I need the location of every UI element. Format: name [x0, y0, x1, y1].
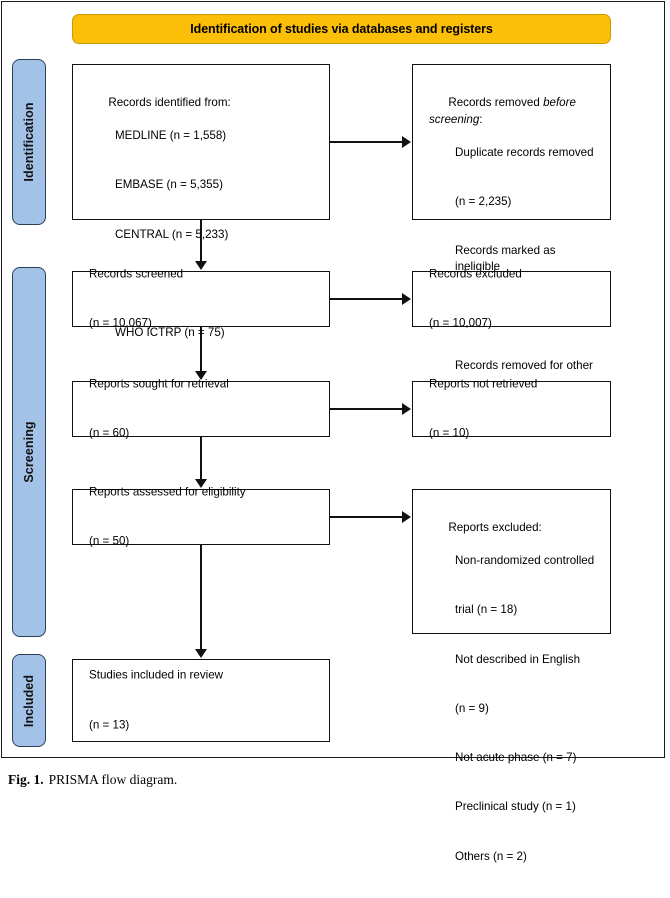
- arrowhead-assessed-to-included: [195, 649, 207, 658]
- arrowhead-sought-to-assessed: [195, 479, 207, 488]
- reports-assessed-line2: (n = 50): [89, 534, 130, 548]
- box-studies-included-in-review: Studies included in review (n = 13): [72, 659, 330, 742]
- records-excluded-line1: Records excluded: [429, 267, 522, 281]
- arrowhead-assessed-to-reports-excluded: [402, 510, 411, 523]
- arrowhead-identified-to-removed: [402, 135, 411, 148]
- reports-excluded-item-nonrandomized: Non-randomized controlled: [455, 554, 595, 568]
- reports-not-retrieved-line2: (n = 10): [429, 426, 470, 440]
- connector-sought-to-not-retrieved: [330, 408, 403, 410]
- records-identified-heading: Records identified from:: [108, 96, 231, 110]
- figure-caption-label: Fig. 1.: [8, 772, 44, 787]
- box-reports-excluded-text: Reports excluded: Non-randomized control…: [429, 504, 602, 898]
- records-removed-heading-italic: before screening: [429, 96, 580, 126]
- records-identified-item-central: CENTRAL (n = 5,233): [115, 227, 229, 241]
- records-screened-line2: (n = 10,067): [89, 316, 152, 330]
- box-records-screened: Records screened (n = 10,067): [72, 267, 330, 329]
- diagram-header-banner: Identification of studies via databases …: [72, 14, 611, 44]
- arrowhead-identified-to-screened: [195, 261, 207, 270]
- figure-caption: Fig. 1. PRISMA flow diagram.: [8, 772, 177, 788]
- connector-screened-to-excluded: [330, 298, 403, 300]
- records-identified-item-medline: MEDLINE (n = 1,558): [115, 129, 227, 143]
- reports-not-retrieved-line1: Reports not retrieved: [429, 377, 538, 391]
- connector-assessed-to-included: [200, 545, 202, 650]
- studies-included-line1: Studies included in review: [89, 668, 224, 682]
- records-screened-line1: Records screened: [89, 267, 184, 281]
- box-records-screened-text: Records screened (n = 10,067): [89, 233, 321, 364]
- reports-sought-line1: Reports sought for retrieval: [89, 377, 229, 391]
- box-reports-excluded: Reports excluded: Non-randomized control…: [412, 489, 611, 863]
- reports-excluded-heading: Reports excluded:: [448, 521, 542, 535]
- arrowhead-sought-to-not-retrieved: [402, 402, 411, 415]
- figure-frame: Identification of studies via databases …: [1, 1, 665, 863]
- connector-identified-to-screened: [200, 220, 202, 262]
- box-reports-assessed-text: Reports assessed for eligibility (n = 50…: [89, 451, 321, 582]
- connector-screened-to-sought: [200, 327, 202, 372]
- stage-tab-included-label: Included: [22, 674, 36, 727]
- reports-assessed-line1: Reports assessed for eligibility: [89, 485, 246, 499]
- reports-excluded-item-others: Others (n = 2): [455, 849, 527, 863]
- records-identified-item-embase: EMBASE (n = 5,355): [115, 178, 223, 192]
- reports-excluded-item-not-acute-phase: Not acute phase (n = 7): [455, 751, 577, 765]
- box-records-excluded: Records excluded (n = 10,007): [412, 267, 611, 329]
- connector-assessed-to-reports-excluded: [330, 516, 403, 518]
- reports-excluded-item-preclinical: Preclinical study (n = 1): [455, 800, 576, 814]
- records-removed-item-ineligible: Records marked as ineligible: [455, 244, 559, 274]
- stage-tab-screening-label: Screening: [22, 421, 36, 483]
- records-removed-heading-plain: Records removed: [448, 96, 544, 110]
- box-reports-sought-for-retrieval: Reports sought for retrieval (n = 60): [72, 377, 330, 439]
- arrowhead-screened-to-sought: [195, 371, 207, 380]
- box-reports-not-retrieved: Reports not retrieved (n = 10): [412, 377, 611, 439]
- stage-tab-identification-label: Identification: [22, 102, 36, 182]
- stage-tab-included: Included: [12, 654, 46, 747]
- connector-identified-to-removed: [330, 141, 403, 143]
- box-reports-sought-text: Reports sought for retrieval (n = 60): [89, 343, 321, 474]
- box-records-removed-before-screening: Records removed before screening: Duplic…: [412, 64, 611, 421]
- connector-sought-to-assessed: [200, 437, 202, 480]
- studies-included-line2: (n = 13): [89, 717, 130, 731]
- reports-excluded-item-not-english-count: (n = 9): [455, 701, 489, 715]
- reports-excluded-item-nonrandomized-count: trial (n = 18): [455, 603, 518, 617]
- stage-tab-screening: Screening: [12, 267, 46, 637]
- box-studies-included-text: Studies included in review (n = 13): [89, 635, 321, 766]
- box-reports-assessed-for-eligibility: Reports assessed for eligibility (n = 50…: [72, 485, 330, 547]
- diagram-header-title: Identification of studies via databases …: [190, 22, 493, 36]
- records-removed-item-duplicates: Duplicate records removed: [455, 145, 594, 159]
- figure-caption-text: PRISMA flow diagram.: [48, 772, 178, 787]
- reports-excluded-item-not-english: Not described in English: [455, 652, 581, 666]
- box-records-excluded-text: Records excluded (n = 10,007): [429, 233, 602, 364]
- arrowhead-screened-to-excluded: [402, 292, 411, 305]
- box-reports-not-retrieved-text: Reports not retrieved (n = 10): [429, 343, 602, 474]
- records-excluded-line2: (n = 10,007): [429, 316, 492, 330]
- records-removed-item-duplicates-count: (n = 2,235): [455, 194, 512, 208]
- stage-tab-identification: Identification: [12, 59, 46, 225]
- records-removed-item-other: Records removed for other: [455, 358, 593, 372]
- records-removed-heading-suffix: :: [479, 112, 483, 126]
- box-records-identified: Records identified from: MEDLINE (n = 1,…: [72, 64, 330, 339]
- reports-sought-line2: (n = 60): [89, 426, 130, 440]
